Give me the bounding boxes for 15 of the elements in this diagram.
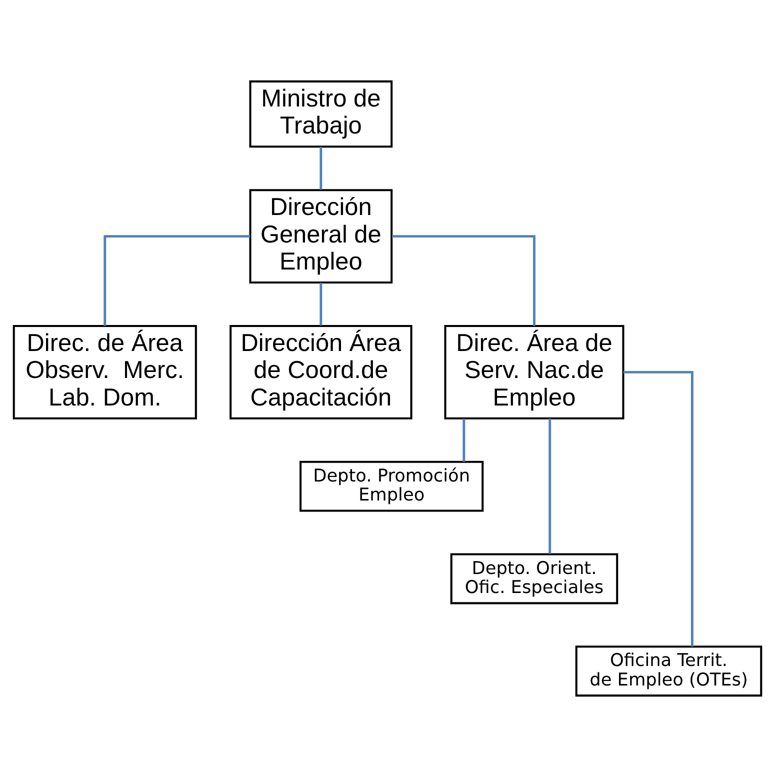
node-box: Depto. Orient. Ofic. Especiales: [450, 553, 618, 604]
connector: [320, 282, 322, 326]
node-box: Dirección General de Empleo: [249, 189, 393, 284]
connector: [548, 418, 552, 554]
node-box: Ministro de Trabajo: [249, 80, 393, 148]
node-box: Direc. Área de Serv. Nac.de Empleo: [444, 324, 624, 420]
node-box: Direc. de Área Observ. Merc. Lab. Dom.: [12, 324, 197, 420]
connector: [462, 418, 466, 462]
node-box: Oficina Territ. de Empleo (OTEs): [575, 646, 762, 697]
connector: [392, 235, 536, 326]
connector: [623, 370, 694, 647]
node-box: Dirección Área de Coord.de Capacitación: [230, 324, 412, 420]
node-box: Depto. Promoción Empleo: [300, 460, 484, 512]
connector: [320, 146, 322, 190]
connector: [104, 235, 250, 326]
